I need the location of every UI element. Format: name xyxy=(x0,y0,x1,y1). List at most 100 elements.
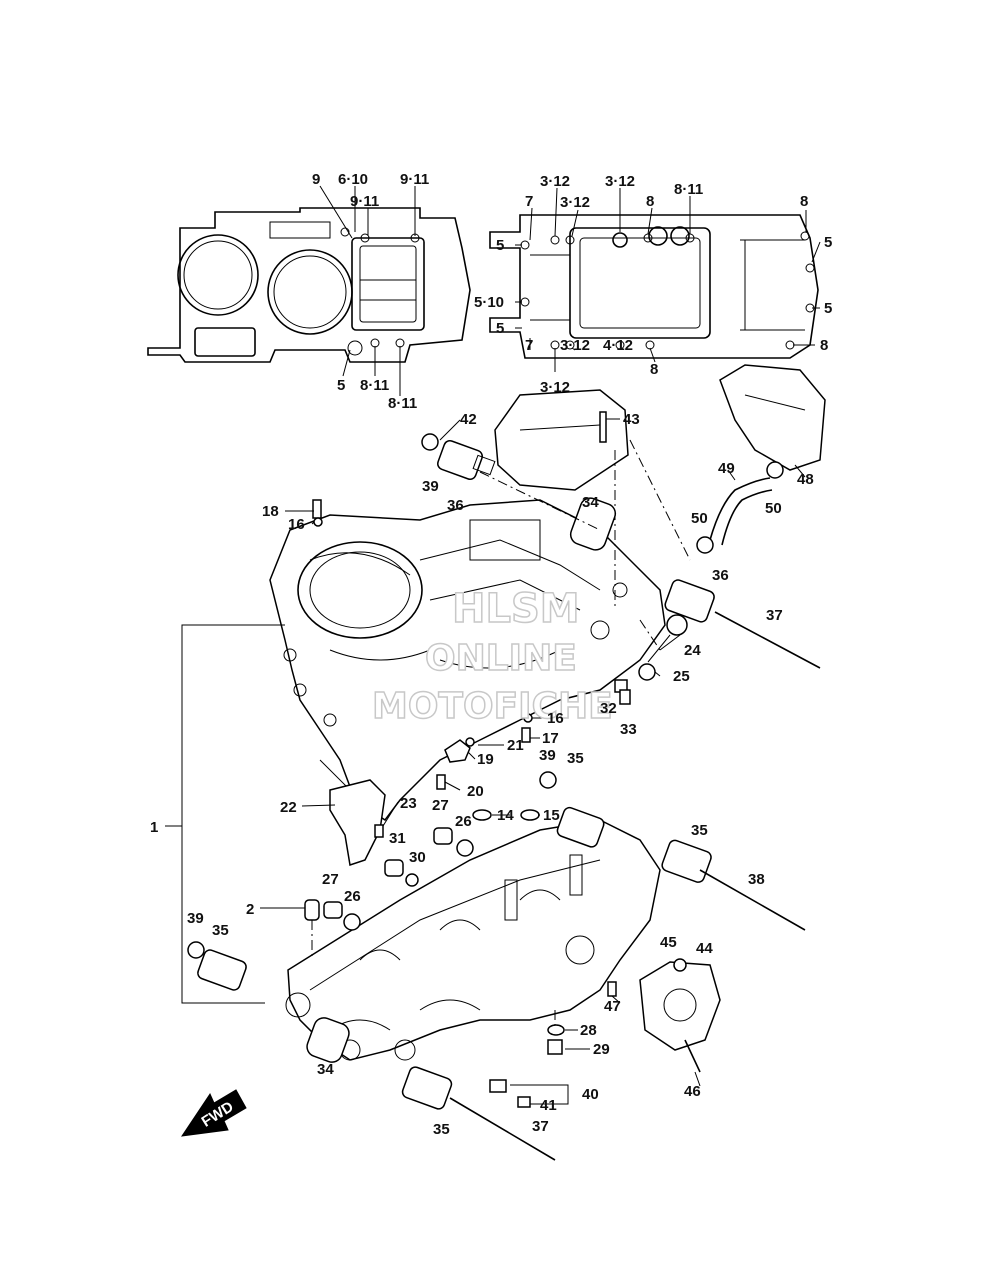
callout-14: 14 xyxy=(497,807,514,824)
callout-top-right-1: 3·12 xyxy=(540,173,570,190)
callout-top-left-2: 6·10 xyxy=(338,171,368,188)
part-14-oring xyxy=(472,809,492,821)
callout-39-upper: 39 xyxy=(422,478,439,495)
lower-crankcase xyxy=(285,819,661,1061)
callout-29: 29 xyxy=(593,1041,610,1058)
callout-top-right-8: 5 xyxy=(824,234,832,251)
callout-top-right-13: 7 xyxy=(525,337,533,354)
callout-top-left-4: 9·11 xyxy=(400,171,429,188)
callout-26-lower: 26 xyxy=(344,888,361,905)
callout-20: 20 xyxy=(467,783,484,800)
callout-top-right-5: 8 xyxy=(646,193,654,210)
part-45-gasket xyxy=(673,958,687,972)
callout-39-middle: 39 xyxy=(539,747,556,764)
part-44-cover xyxy=(639,961,721,1051)
part-35-oil-filter-c xyxy=(197,949,247,991)
callout-42: 42 xyxy=(460,411,477,428)
callout-37-upper: 37 xyxy=(766,607,783,624)
callout-top-right-17: 8 xyxy=(650,361,658,378)
part-18-plug xyxy=(312,499,322,519)
part-37-bolt-upper xyxy=(714,611,821,669)
part-34-tube-upper xyxy=(569,497,617,551)
callout-top-right-6: 8·11 xyxy=(674,181,703,198)
part-29-drain-bolt xyxy=(547,1039,563,1055)
callout-34-lower: 34 xyxy=(317,1061,334,1078)
part-30-gasket xyxy=(405,873,419,887)
part-38-bolt xyxy=(699,869,806,931)
part-35-oil-filter-d xyxy=(401,1066,453,1110)
part-35-oil-filter-b xyxy=(661,839,712,883)
callout-41: 41 xyxy=(540,1097,557,1114)
part-47-bolt xyxy=(607,981,617,997)
part-16-oring-upper xyxy=(313,517,323,527)
callout-1: 1 xyxy=(150,819,158,836)
callout-32: 32 xyxy=(600,700,617,717)
callout-30: 30 xyxy=(409,849,426,866)
callout-38: 38 xyxy=(748,871,765,888)
callout-top-right-16: 8 xyxy=(820,337,828,354)
callout-27-lower: 27 xyxy=(322,871,339,888)
part-41-bolt xyxy=(517,1096,531,1108)
watermark-line-3: MOTOFICHE xyxy=(372,686,613,727)
part-49-hose xyxy=(709,477,771,541)
callout-37-lower: 37 xyxy=(532,1118,549,1135)
callout-top-right-10: 5 xyxy=(496,237,504,254)
part-20-fitting xyxy=(436,774,446,790)
callout-47: 47 xyxy=(604,998,621,1015)
callout-19: 19 xyxy=(477,751,494,768)
callout-36-upper: 36 xyxy=(447,497,464,514)
part-40-switch xyxy=(489,1079,507,1093)
callout-35-d: 35 xyxy=(433,1121,450,1138)
callout-34-upper: 34 xyxy=(582,494,599,511)
callout-46: 46 xyxy=(684,1083,701,1100)
part-24-cap xyxy=(666,614,688,636)
part-27-plug-upper xyxy=(433,827,453,845)
callout-23: 23 xyxy=(400,795,417,812)
callout-35-a: 35 xyxy=(567,750,584,767)
callout-top-left-7: 8·11 xyxy=(388,395,417,412)
callout-top-right-3: 3·12 xyxy=(605,173,635,190)
callout-43: 43 xyxy=(623,411,640,428)
callout-45: 45 xyxy=(660,934,677,951)
part-26-seal-lower xyxy=(343,913,361,931)
callout-top-right-12: 5 xyxy=(496,320,504,337)
part-26-seal-upper xyxy=(456,839,474,857)
part-19-fitting xyxy=(444,739,471,763)
fwd-direction-arrow: FWD xyxy=(180,1089,247,1137)
callout-40: 40 xyxy=(582,1086,599,1103)
callout-top-left-1: 9 xyxy=(312,171,320,188)
callout-35-c: 35 xyxy=(212,922,229,939)
callout-top-left-3: 9·11 xyxy=(350,193,379,210)
callout-21: 21 xyxy=(507,737,524,754)
part-23-bolt xyxy=(374,824,384,838)
callout-49: 49 xyxy=(718,460,735,477)
part-46-bolt xyxy=(684,1039,701,1073)
upper-crankcase xyxy=(269,499,666,822)
part-27-plug-lower xyxy=(323,901,343,919)
watermark-line-1: HLSM xyxy=(452,586,580,632)
top-right-crankcase-view: 3·12 3·12 3·12 7 8 8·11 8 5 5 5 5·10 5 7… xyxy=(474,173,832,396)
part-2-dowel xyxy=(304,899,320,921)
callout-16-lower: 16 xyxy=(547,710,564,727)
part-21-oring xyxy=(465,737,475,747)
callout-17: 17 xyxy=(542,730,559,747)
part-25-ring xyxy=(638,663,656,681)
callout-top-right-9: 5 xyxy=(824,300,832,317)
callout-39-lower: 39 xyxy=(187,910,204,927)
part-36-oil-filter-right xyxy=(664,579,715,623)
part-39-washer-upper xyxy=(421,433,439,451)
callout-22: 22 xyxy=(280,799,297,816)
part-42-cover xyxy=(494,389,629,491)
top-left-crankcase-view: 9 6·10 9·11 9·11 5 8·11 8·11 xyxy=(147,171,471,412)
part-35-oil-filter-a xyxy=(556,806,605,848)
callout-top-right-4: 7 xyxy=(525,193,533,210)
part-31-plug xyxy=(384,859,404,877)
watermark: HLSM ONLINE MOTOFICHE xyxy=(371,585,613,728)
callout-24: 24 xyxy=(684,642,701,659)
callout-2: 2 xyxy=(246,901,254,918)
part-50-clamp-right xyxy=(766,461,784,479)
callout-44: 44 xyxy=(696,940,713,957)
watermark-line-2: ONLINE xyxy=(425,638,577,679)
